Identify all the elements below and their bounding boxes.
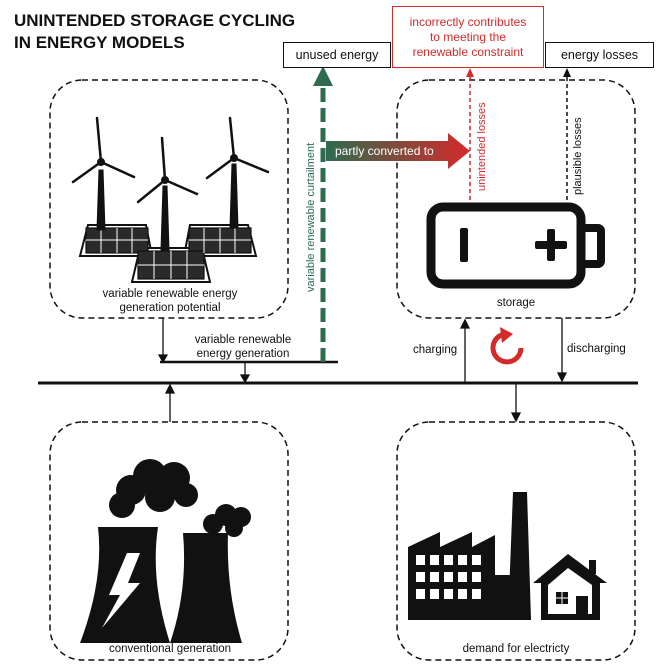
storage-node-label: storage [496,297,536,309]
generation-label: variable renewable energy generation [178,333,308,361]
diagram-title: UNINTENDED STORAGE CYCLING IN ENERGY MOD… [14,10,344,54]
generation-label-line-1: variable renewable [194,334,292,346]
unintended-losses-label: unintended losses [476,102,488,191]
incorrect-contribution-box: incorrectly contributes to meeting the r… [392,6,544,68]
house-icon [533,554,607,620]
renewable-node-label: variable renewable energy generation pot… [80,287,260,315]
cycle-arrow-icon [490,327,524,365]
partly-converted-arrow [326,133,470,169]
renewable-label-line-2: generation potential [119,302,221,314]
unused-energy-label: unused energy [295,48,379,62]
generation-arrows [157,318,251,384]
plausible-losses-label: plausible losses [572,117,584,195]
charging-arrow [459,318,471,382]
battery-icon [426,202,605,289]
curtailment-label: variable renewable curtailment [305,142,317,292]
solar-panel-icon [78,224,258,283]
incorrect-line-1: incorrectly contributes [409,14,527,29]
unintended-losses-head [466,68,474,77]
unused-energy-box: unused energy [283,42,391,68]
renewable-label-line-1: variable renewable energy [102,288,238,300]
plausible-losses-head [563,68,571,77]
title-line-2: IN ENERGY MODELS [14,33,185,52]
generation-label-line-2: energy generation [196,348,290,360]
demand-arrow [510,384,522,423]
incorrect-line-3: renewable constraint [412,44,524,59]
demand-node-label: demand for electricty [462,643,570,655]
curtailment-arrow-head [313,66,333,86]
energy-losses-label: energy losses [560,48,639,62]
incorrect-line-2: to meeting the [429,29,507,44]
charging-label: charging [413,344,458,356]
discharging-arrow [556,318,568,383]
conventional-node-label: conventional generation [108,643,232,655]
conventional-arrow [164,383,176,422]
factory-icon [408,492,531,620]
title-line-1: UNINTENDED STORAGE CYCLING [14,11,296,30]
renewable-frame [49,79,289,319]
power-plant-icon [80,459,251,643]
wind-turbine-icon [71,116,270,251]
conventional-frame [49,421,289,661]
partly-converted-label: partly converted to [335,144,434,158]
discharging-label: discharging [567,343,626,355]
demand-frame [396,421,636,661]
energy-losses-box: energy losses [545,42,654,68]
storage-frame [396,79,636,319]
